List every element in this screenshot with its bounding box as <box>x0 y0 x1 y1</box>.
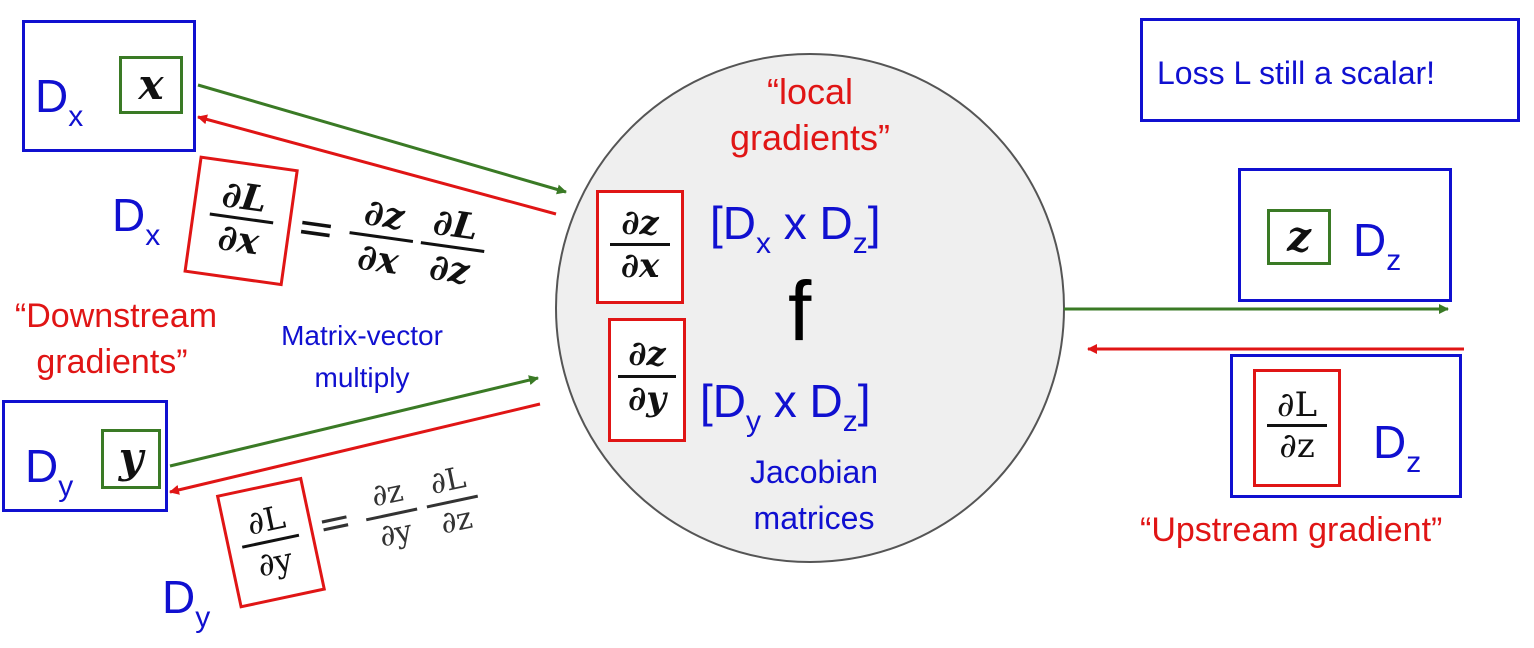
jacobian-matrices-label-2: matrices <box>753 500 875 536</box>
downstream-y-lhs: ∂L ∂y <box>232 494 310 588</box>
downstream-x-upstream-den: ∂z <box>426 245 472 293</box>
input-x-dim-main: D <box>35 70 69 122</box>
downstream-x-equals: = <box>293 198 340 257</box>
jacobian-matrices-label-1: Jacobian <box>749 454 879 490</box>
input-y-dim: Dy <box>25 443 73 510</box>
downstream-y-jacobian-num: ∂z <box>368 473 407 515</box>
downstream-y-jacobian: ∂z ∂y <box>356 470 427 559</box>
input-y-var: y <box>118 433 144 482</box>
arrow-y-forward <box>169 375 539 468</box>
matrix-vector-label-1: Matrix-vector <box>281 320 443 351</box>
jacobian-x-shape-part-3: ] <box>867 197 881 249</box>
loss-note-box: Loss L still a scalar! <box>1140 18 1520 122</box>
upstream-numerator: ∂L <box>1276 385 1318 425</box>
local-gradients-label-2: gradients” <box>729 117 891 158</box>
downstream-y-equals: = <box>313 496 357 549</box>
downstream-x-jacobian: ∂z ∂x <box>343 189 420 284</box>
arrow-x-backward <box>197 114 557 216</box>
upstream-dim-sub: z <box>1406 446 1422 479</box>
arrow-x-forward <box>197 83 567 195</box>
jacobian-x-denominator: ∂x <box>620 246 660 286</box>
jacobian-x-shape-sub-2: z <box>852 227 868 260</box>
input-y-var-box: y <box>101 429 161 489</box>
local-gradients-label-1: “local <box>766 71 854 112</box>
jacobian-y-numerator: ∂z <box>628 334 666 374</box>
input-x-dim: Dx <box>35 73 83 140</box>
jacobian-x-shape-sub-1: x <box>756 227 771 260</box>
output-z-dim-main: D <box>1353 214 1387 266</box>
upstream-fraction-box: ∂L ∂z <box>1253 369 1341 487</box>
downstream-x-jacobian-den: ∂x <box>355 235 402 283</box>
jacobian-y-fraction-box: ∂z ∂y <box>608 318 686 442</box>
input-x-dim-sub: x <box>68 100 84 133</box>
upstream-fraction: ∂L ∂z <box>1264 386 1330 465</box>
jacobian-x-numerator: ∂z <box>621 203 659 243</box>
output-z-dim-sub: z <box>1386 244 1402 277</box>
downstream-y-dim-main: D <box>162 571 196 623</box>
jacobian-x-fraction-box: ∂z ∂x <box>596 190 684 304</box>
matrix-vector-label-2: multiply <box>314 362 410 393</box>
output-z-var-box: z <box>1267 209 1331 265</box>
downstream-label-1: “Downstream <box>14 297 218 335</box>
downstream-y-upstream-den: ∂z <box>437 500 476 542</box>
upstream-fraction-bar <box>1267 424 1327 427</box>
jacobian-y-shape-part-1: [D <box>700 375 746 427</box>
upstream-gradient-label: “Upstream gradient” <box>1140 511 1443 549</box>
loss-note-text: Loss L still a scalar! <box>1157 55 1436 91</box>
jacobian-y-shape-sub-2: z <box>842 405 858 438</box>
input-x-var: x <box>138 60 164 109</box>
downstream-x-lhs-den: ∂x <box>215 216 262 264</box>
input-x-box: Dx x <box>22 20 196 152</box>
jacobian-x-shape-part-1: [D <box>710 197 756 249</box>
downstream-y-upstream: ∂L ∂z <box>417 457 488 546</box>
input-y-dim-sub: y <box>58 470 74 503</box>
output-z-dim: Dz <box>1353 217 1401 284</box>
upstream-gradient-box: ∂L ∂z Dz <box>1230 354 1462 498</box>
jacobian-x-fraction: ∂z ∂x <box>609 203 671 286</box>
downstream-x-jacobian-num: ∂z <box>361 191 407 239</box>
jacobian-y-fraction-bar <box>618 375 676 378</box>
downstream-y-dim-sub: y <box>195 601 211 634</box>
downstream-x-dim: Dx <box>112 192 160 259</box>
arrow-y-backward <box>169 402 541 495</box>
downstream-x-dim-sub: x <box>145 219 161 252</box>
input-x-var-box: x <box>119 56 183 114</box>
downstream-x-dim-main: D <box>112 189 146 241</box>
input-y-dim-main: D <box>25 440 59 492</box>
jacobian-x-shape: [Dx x Dz] <box>710 200 881 267</box>
jacobian-y-shape-part-3: ] <box>857 375 871 427</box>
downstream-y-jacobian-den: ∂y <box>376 513 416 555</box>
input-y-box: Dy y <box>2 400 168 512</box>
downstream-y-lhs-den: ∂y <box>254 540 296 585</box>
downstream-y-dim: Dy <box>162 574 210 641</box>
jacobian-y-shape: [Dy x Dz] <box>700 378 871 445</box>
output-z-var: z <box>1287 212 1311 261</box>
upstream-dim: Dz <box>1373 419 1421 486</box>
upstream-dim-main: D <box>1373 416 1407 468</box>
jacobian-y-shape-sub-1: y <box>746 405 761 438</box>
jacobian-y-shape-part-2: x D <box>761 375 843 427</box>
jacobian-x-fraction-bar <box>610 243 670 246</box>
downstream-label-2: gradients” <box>36 343 188 381</box>
downstream-y-fraction-box: ∂L ∂y <box>215 476 327 609</box>
downstream-x-upstream: ∂L ∂z <box>414 199 491 294</box>
downstream-x-lhs: ∂L ∂x <box>203 173 280 264</box>
output-z-box: z Dz <box>1238 168 1452 302</box>
downstream-x-fraction-box: ∂L ∂x <box>183 155 299 287</box>
upstream-denominator: ∂z <box>1279 426 1315 466</box>
downstream-x-upstream-num: ∂L <box>430 200 481 249</box>
jacobian-y-denominator: ∂y <box>628 379 666 419</box>
downstream-x-lhs-num: ∂L <box>219 173 270 222</box>
jacobian-x-shape-part-2: x D <box>771 197 853 249</box>
node-function-label: f <box>788 264 812 358</box>
jacobian-y-fraction: ∂z ∂y <box>617 333 677 420</box>
